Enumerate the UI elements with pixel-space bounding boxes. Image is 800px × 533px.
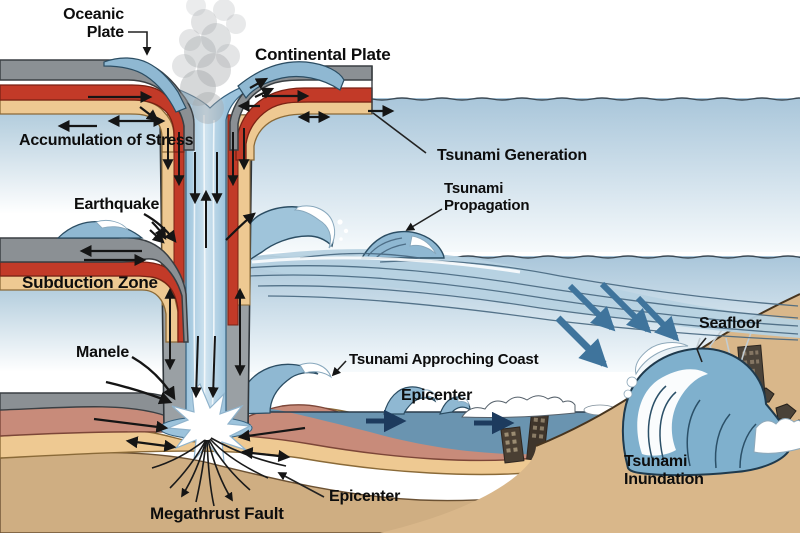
wave-streaks (647, 385, 757, 469)
sea-surface-line-top (371, 97, 800, 101)
propagating-wave (237, 205, 800, 341)
wave-descent-arrows (555, 281, 680, 368)
propagation-direction-arrows (366, 409, 515, 435)
stress-arrows (57, 77, 395, 133)
megathrust-fan (151, 437, 287, 507)
oceanic-plate-pointer (128, 31, 152, 56)
oceanic-plate-graphic (0, 57, 195, 153)
impact-foam (753, 418, 800, 454)
subducting-column (149, 79, 263, 433)
label-pointers (128, 31, 707, 498)
ocean-top-right (252, 97, 800, 252)
smoke-plume (172, 0, 246, 124)
seafloor-pointer (696, 337, 707, 363)
mid-plate-arrows (79, 229, 165, 267)
coastal-wave (621, 342, 800, 477)
flow-lines (245, 237, 799, 341)
tsunami-generation-pointer (372, 112, 427, 154)
tsunami-propagation-pointer (405, 208, 443, 231)
foam-cloud (461, 395, 576, 418)
mantle-arrows (105, 355, 176, 405)
trench-water-left (103, 57, 187, 113)
submerged-buildings (500, 412, 565, 464)
approaching-coast-pointer (331, 360, 347, 377)
ocean-left-top (0, 114, 165, 216)
column-arrows (162, 128, 250, 399)
fault-converge-arrows (93, 417, 306, 462)
epicenter-pointer (277, 472, 325, 498)
ocean-left-mid (0, 288, 186, 374)
